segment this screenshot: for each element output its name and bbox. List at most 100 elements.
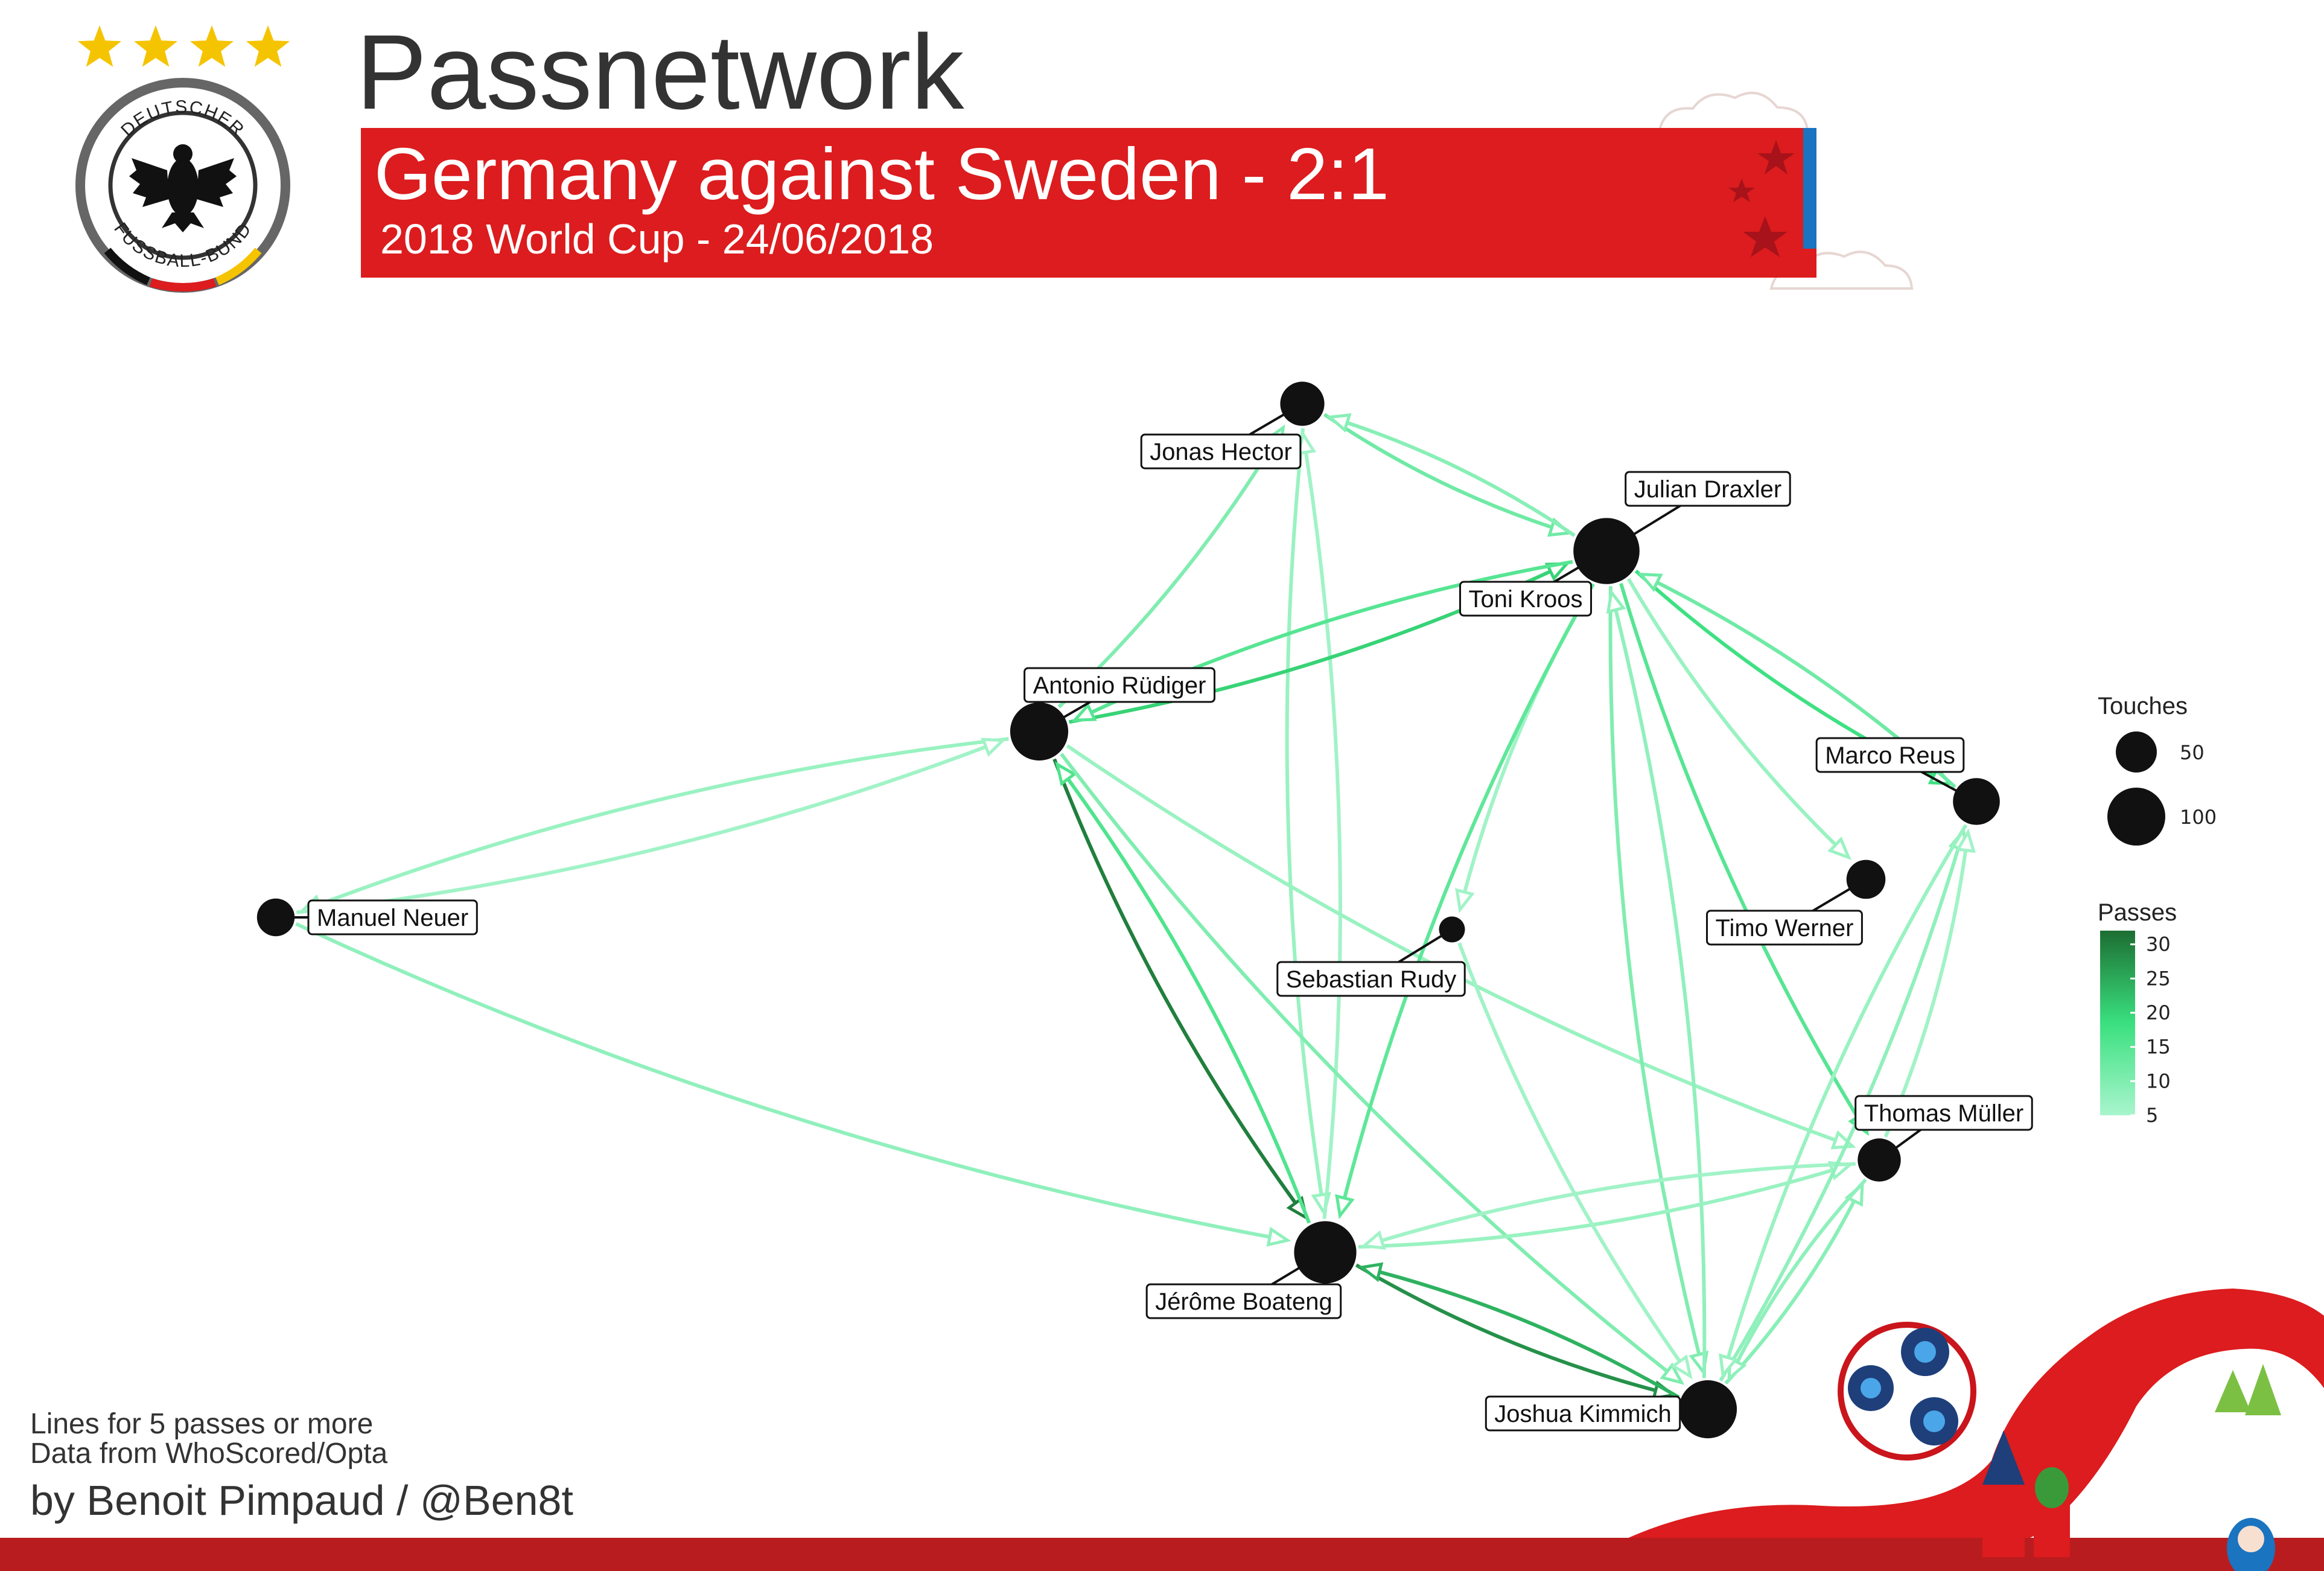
player-label-rudy: Sebastian Rudy [1276, 961, 1466, 997]
pass-edge-reus-kimmich [1719, 824, 1968, 1379]
player-label-text: Jérôme Boateng [1155, 1289, 1332, 1315]
touches-legend-label-100: 100 [2180, 806, 2217, 829]
player-label-hector: Jonas Hector [1140, 433, 1302, 470]
node-rudy [1439, 916, 1465, 943]
pass-edge-muller-kimmich [1727, 1178, 1867, 1382]
pass-edge-kimmich-kroos [1606, 588, 1707, 1378]
eagle-icon [129, 144, 237, 232]
clouds-decoration [1658, 92, 1914, 290]
pass-edge-line [1724, 1184, 1864, 1385]
footer-note-threshold: Lines for 5 passes or more [30, 1408, 373, 1440]
pass-edge-line [1608, 586, 1705, 1373]
player-label-werner: Timo Werner [1706, 910, 1863, 946]
pass-edge-line [1355, 1263, 1674, 1397]
player-label-box [307, 899, 478, 935]
logo-star-icon [77, 25, 122, 67]
pass-edge-kimmich-boateng [1358, 1262, 1680, 1399]
pass-edge-line [1285, 428, 1326, 1213]
pass-edge-arrow [1055, 761, 1077, 786]
pass-edge-hector-boateng [1285, 428, 1331, 1217]
star-ornaments-icon [1728, 140, 1795, 257]
banner-blue-stripe [1803, 128, 1816, 249]
player-label-box [1024, 667, 1215, 703]
pass-edge-kimmich-muller [1724, 1181, 1864, 1385]
trees-icon [2215, 1364, 2281, 1415]
pass-edge-kroos-rudy [1455, 582, 1595, 914]
pass-edge-kroos-boateng [1335, 583, 1595, 1220]
champion-stars-icon [77, 25, 290, 67]
passes-tick-label: 10 [2146, 1069, 2171, 1092]
player-label-text: Antonio Rüdiger [1033, 672, 1206, 699]
pass-edge-arrow [1455, 888, 1475, 914]
node-reus [1953, 778, 2000, 825]
player-label-neuer: Manuel Neuer [307, 899, 478, 935]
kremlin-towers-icon [1982, 1430, 2070, 1557]
player-label-text: Julian Draxler [1634, 476, 1782, 503]
player-label-text: Timo Werner [1716, 915, 1854, 942]
pass-edge-arrow [1955, 828, 1976, 853]
player-label-text: Sebastian Rudy [1286, 966, 1456, 993]
touches-legend-mark-100 [2107, 788, 2165, 846]
pass-edge-boateng-hector [1296, 430, 1342, 1219]
banner-subtitle: 2018 World Cup - 24/06/2018 [380, 215, 934, 263]
player-label-box [1815, 737, 1965, 773]
pass-edge-neuer-rudiger [296, 738, 1007, 914]
dfb-logo: DEUTSCHER FUSSBALL-BUND [75, 25, 290, 293]
banner [361, 128, 1816, 278]
pass-edge-arrow [1670, 1354, 1693, 1380]
world-cup-decoration [0, 1289, 2324, 1571]
pass-edge-kroos-kimmich [1608, 586, 1709, 1376]
pass-edge-line [1301, 434, 1342, 1219]
pass-edge-arrow [1326, 413, 1352, 433]
pass-edge-line [1883, 832, 1970, 1138]
pass-edge-arrow [1358, 1262, 1384, 1283]
banner-title: Germany against Sweden - 2:1 [374, 133, 1389, 215]
player-label-text: Thomas Müller [1864, 1100, 2024, 1127]
pass-edge-rudiger-boateng [1052, 758, 1309, 1221]
player-label-box [1854, 1095, 2033, 1131]
logo-star-icon [133, 25, 178, 67]
pass-edge-arrow [1827, 836, 1851, 861]
player-label-reus: Marco Reus [1815, 737, 1965, 773]
pass-edge-line [1057, 426, 1285, 709]
pass-edge-line [1363, 1162, 1856, 1248]
pass-edge-line [1721, 824, 1968, 1376]
passes-colorbar [2100, 931, 2135, 1115]
player-label-text: Joshua Kimmich [1494, 1401, 1671, 1427]
page-title: Passnetwork [356, 13, 965, 132]
passes-tick-label: 20 [2146, 1001, 2171, 1024]
pass-edge-rudiger-hector [1057, 424, 1285, 709]
footer-bar [0, 1538, 2324, 1571]
pass-edge-muller-boateng [1360, 1162, 1856, 1250]
passes-tick-label: 30 [2146, 933, 2171, 956]
passes-tick-label: 25 [2146, 967, 2171, 990]
player-label-box [1140, 433, 1302, 470]
pass-edge-rudiger-neuer [299, 737, 1009, 914]
pass-edge-line [1055, 763, 1311, 1224]
node-kimmich [1678, 1380, 1737, 1439]
pass-edge-boateng-rudiger [1055, 761, 1311, 1224]
passes-tick-label: 5 [2146, 1104, 2158, 1127]
touches-legend-label-50: 50 [2180, 741, 2205, 764]
pass-edge-line [1323, 413, 1570, 535]
footer-note-source: Data from WhoScored/Opta [30, 1438, 388, 1470]
node-werner [1846, 859, 1886, 899]
pass-edge-muller-reus [1883, 828, 1976, 1138]
pass-edge-arrow [1266, 1226, 1291, 1247]
logo-black-stripe [104, 247, 150, 285]
matryoshka-icon [2227, 1518, 2275, 1571]
pass-edge-arrow [1360, 1230, 1386, 1250]
pass-edge-arrow [1335, 1194, 1355, 1220]
pass-edge-kroos-werner [1626, 578, 1851, 861]
touches-legend-mark-50 [2116, 731, 2157, 773]
pass-edge-arrow [1660, 1362, 1685, 1385]
player-label-box [1459, 581, 1592, 617]
pass-edge-kroos-muller [1619, 582, 1870, 1136]
player-label-draxler: Julian Draxler [1625, 471, 1791, 507]
player-label-boateng: Jérôme Boateng [1145, 1283, 1342, 1319]
player-label-text: Jonas Hector [1150, 439, 1292, 465]
pass-edge-line [1361, 1265, 1680, 1399]
node-boateng [1294, 1221, 1357, 1284]
pass-edge-line [1358, 1163, 1850, 1249]
